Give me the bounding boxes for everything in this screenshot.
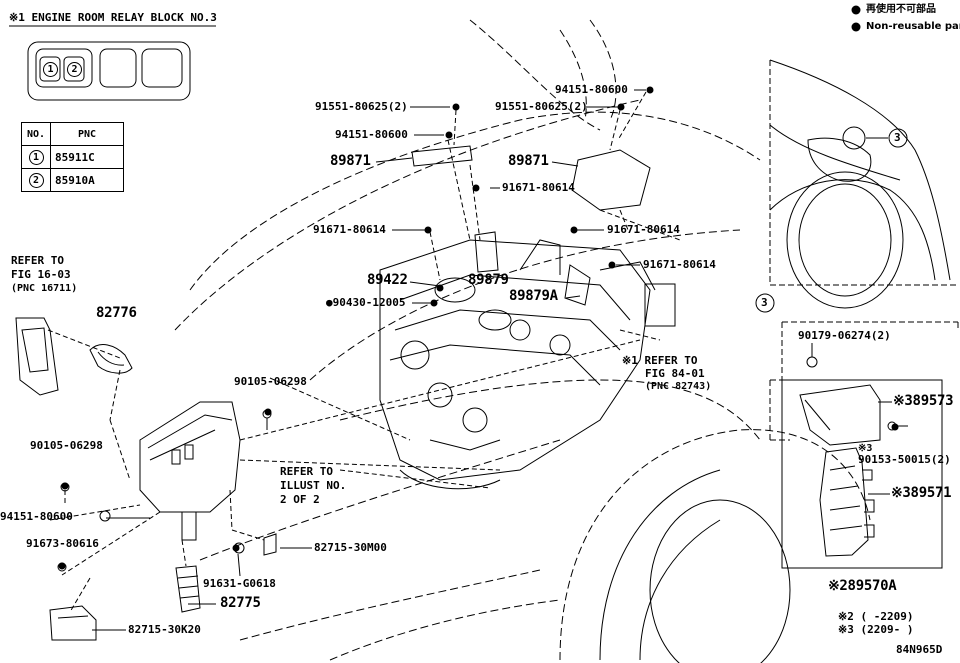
label-89871-left: 89871 — [330, 153, 371, 169]
refer-illust-line1: REFER TO — [280, 465, 333, 478]
label-89422: 89422 — [367, 272, 408, 288]
detail-box — [781, 379, 943, 569]
label-89879: 89879 — [468, 272, 509, 288]
header-no: NO. — [21, 122, 51, 146]
refer-fig16-line1: REFER TO — [11, 254, 64, 267]
note-3-marker: ※3 — [858, 443, 873, 454]
row-pnc: 85910A — [50, 168, 124, 192]
label-89879A: 89879A — [509, 288, 558, 304]
label-89571: ※389571 — [891, 485, 952, 501]
refer-fig84-line2: FIG 84-01 — [645, 367, 705, 380]
callout-3-box-circle — [755, 293, 775, 313]
header-pnc: PNC — [50, 122, 124, 146]
label-94151-80600-mid: 94151-80600 — [335, 128, 408, 141]
pnc-table: NO. PNC 1 85911C 2 85910A — [21, 122, 124, 192]
label-91673-80616: 91673-80616 — [26, 537, 99, 550]
label-82776: 82776 — [96, 305, 137, 321]
label-90179-06274: 90179-06274(2) — [798, 329, 891, 342]
row-pnc: 85911C — [50, 145, 124, 169]
label-91671-80614-d: 91671-80614 — [643, 258, 716, 271]
label-82715-30K20: 82715-30K20 — [128, 623, 201, 636]
label-90105-06298-b: 90105-06298 — [30, 439, 103, 452]
drawing-id: 84N965D — [896, 643, 943, 656]
callout-3-number: 3 — [894, 131, 901, 144]
label-94151-80600-low: 94151-80600 — [0, 510, 73, 523]
note-2: ※2 ( -2209) — [838, 610, 914, 623]
callout-3-box-number: 3 — [761, 296, 768, 309]
legend-bullet-2 — [851, 22, 861, 32]
legend-jp: 再使用不可部品 — [866, 4, 936, 15]
note-3: ※3 (2209- ) — [838, 623, 914, 636]
label-82715-30M00: 82715-30M00 — [314, 541, 387, 554]
refer-fig16-line3: (PNC 16711) — [11, 283, 78, 294]
label-89871-right: 89871 — [508, 153, 549, 169]
pnc-table-header: NO. PNC — [21, 122, 124, 146]
label-89570A: ※289570A — [828, 578, 897, 594]
legend-bullet-1 — [851, 5, 861, 15]
relay-slot-2: 2 — [67, 62, 82, 77]
relay-block-title: ※1 ENGINE ROOM RELAY BLOCK NO.3 — [9, 11, 217, 24]
label-89573: ※389573 — [893, 393, 954, 409]
row-no: 2 — [28, 172, 44, 188]
relay-slot-1: 1 — [43, 62, 58, 77]
refer-illust-line3: 2 OF 2 — [280, 493, 320, 506]
label-91671-80614-b: 91671-80614 — [313, 223, 386, 236]
relay-block-outline — [27, 41, 191, 101]
row-no: 1 — [28, 149, 44, 165]
label-91671-80614-c: 91671-80614 — [607, 223, 680, 236]
label-90153-50015: 90153-50015(2) — [858, 453, 951, 466]
refer-fig16-line2: FIG 16-03 — [11, 268, 71, 281]
table-row: 1 85911C — [21, 145, 124, 169]
table-row: 2 85910A — [21, 168, 124, 192]
refer-illust-line2: ILLUST NO. — [280, 479, 347, 492]
label-82775: 82775 — [220, 595, 261, 611]
label-94151-80600-top: 94151-80600 — [555, 83, 628, 96]
callout-3-circle — [888, 128, 908, 148]
label-91631-G0618: 91631-G0618 — [203, 577, 276, 590]
legend-en: Non-reusable part — [866, 21, 960, 32]
label-91671-80614-a: 91671-80614 — [502, 181, 575, 194]
label-91551-80625-a: 91551-80625(2) — [315, 100, 408, 113]
label-90430-12005: ●90430-12005 — [326, 296, 406, 309]
label-90105-06298-a: 90105-06298 — [234, 375, 307, 388]
refer-fig84-line3: (PNC 82743) — [645, 381, 712, 392]
refer-fig84-line1: ※1 REFER TO — [622, 354, 698, 367]
label-91551-80625-b: 91551-80625(2) — [495, 100, 588, 113]
